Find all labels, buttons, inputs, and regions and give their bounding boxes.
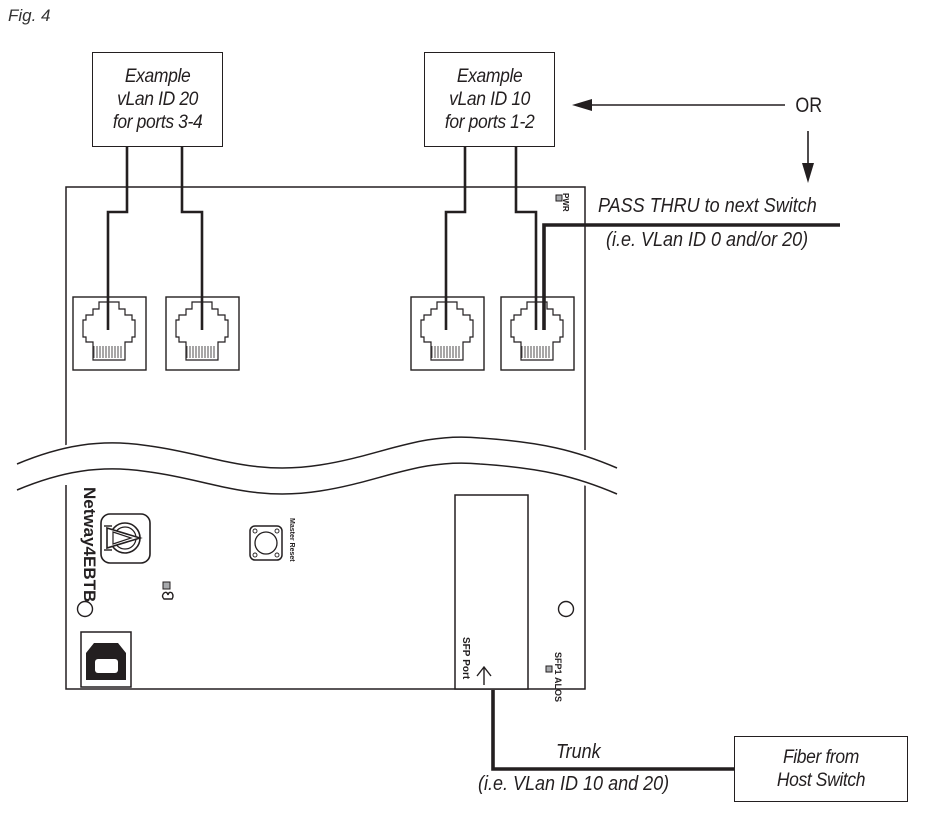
wire-vlan20-port-a bbox=[106, 145, 129, 330]
rj45-port-1[interactable] bbox=[500, 296, 575, 371]
figure-label: Fig. 4 bbox=[8, 6, 51, 25]
logo-icon bbox=[100, 513, 151, 564]
trunk-title: Trunk bbox=[556, 741, 601, 763]
vlan20-line1: Example bbox=[124, 66, 191, 87]
fiber-callout: Fiber from Host Switch bbox=[734, 736, 908, 802]
sfp-port[interactable] bbox=[454, 494, 529, 690]
wire-vlan20-port-b bbox=[180, 145, 204, 330]
or-arrow-down-head bbox=[802, 163, 814, 183]
rj45-port-2[interactable] bbox=[410, 296, 485, 371]
fiber-line2: Host Switch bbox=[776, 770, 866, 791]
device-model-label: Netway4EBTB bbox=[80, 487, 99, 603]
break-line-bottom bbox=[16, 462, 618, 495]
wire-vlan10-port-b bbox=[514, 145, 538, 330]
wire-pass-thru bbox=[542, 223, 840, 330]
master-reset-label: Master Reset bbox=[288, 518, 295, 562]
break-fill bbox=[17, 438, 617, 495]
sfp-port-label-line1: SFP bbox=[460, 637, 471, 657]
mount-hole-left bbox=[76, 600, 94, 618]
alos-label: ALOS bbox=[553, 677, 563, 703]
sfp1-label-group: SFP1 ALOS bbox=[553, 652, 563, 703]
status-led bbox=[162, 581, 171, 590]
sfp1-label: SFP1 bbox=[553, 652, 563, 675]
device-upper-outline bbox=[65, 186, 586, 466]
mount-hole-right bbox=[557, 600, 575, 618]
break-line-top bbox=[16, 436, 618, 469]
vlan20-line2: vLan ID 20 bbox=[117, 89, 198, 110]
trunk-detail: (i.e. VLan ID 10 and 20) bbox=[478, 773, 670, 795]
vlan20-callout: Example vLan ID 20 for ports 3-4 bbox=[92, 52, 223, 147]
vlan20-line3: for ports 3-4 bbox=[112, 112, 203, 133]
rj45-port-4[interactable] bbox=[72, 296, 147, 371]
vlan10-callout: Example vLan ID 10 for ports 1-2 bbox=[424, 52, 555, 147]
sfp-port-label-line2: Port bbox=[460, 659, 471, 680]
wire-trunk bbox=[491, 690, 736, 771]
vlan10-line1: Example bbox=[456, 66, 523, 87]
vlan10-line3: for ports 1-2 bbox=[444, 112, 535, 133]
fiber-line1: Fiber from bbox=[783, 747, 859, 768]
rj45-ports bbox=[72, 296, 575, 371]
master-reset-button[interactable] bbox=[249, 525, 283, 561]
device-lower-outline bbox=[65, 485, 586, 690]
wire-vlan10-port-a bbox=[444, 145, 467, 330]
alos-led bbox=[545, 665, 553, 673]
pwr-led bbox=[555, 194, 563, 202]
pass-thru-detail: (i.e. VLan ID 0 and/or 20) bbox=[606, 229, 809, 251]
pass-thru-title: PASS THRU to next Switch bbox=[598, 195, 817, 217]
heartbeat-icon bbox=[161, 591, 174, 600]
or-arrow-left-head bbox=[572, 99, 592, 111]
sfp-arrow-icon bbox=[476, 665, 492, 685]
sfp-port-label: SFP Port bbox=[460, 637, 471, 679]
pwr-led-label: PWR bbox=[561, 193, 570, 212]
usb-port[interactable] bbox=[80, 631, 132, 688]
or-label: OR bbox=[795, 94, 823, 117]
vlan10-line2: vLan ID 10 bbox=[449, 89, 530, 110]
